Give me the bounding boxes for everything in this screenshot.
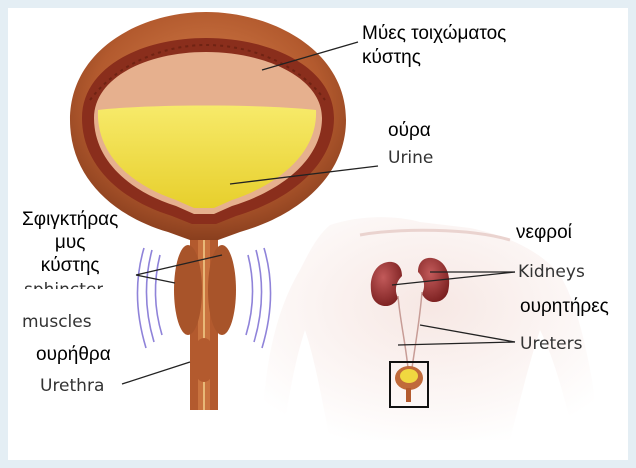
label-ureters-en: Ureters: [520, 334, 583, 354]
label-sphincter-gr: Σφιγκτήρας μυς κύστης: [22, 208, 118, 277]
label-muscles-en: muscles: [22, 312, 92, 332]
label-sphincter-en-partial: sphincter: [24, 280, 103, 289]
label-wall-muscles-gr: Μύες τοιχώματος κύστης: [362, 22, 506, 70]
label-urine-gr: ούρα: [388, 120, 431, 142]
leader-urethra: [122, 362, 190, 384]
label-kidneys-gr: νεφροί: [516, 222, 572, 244]
label-urine-en: Urine: [388, 148, 433, 168]
label-kidneys-en: Kidneys: [518, 262, 585, 282]
label-urethra-gr: ουρήθρα: [36, 344, 111, 366]
label-urethra-en: Urethra: [40, 376, 104, 396]
label-ureters-gr: ουρητήρες: [520, 296, 609, 318]
